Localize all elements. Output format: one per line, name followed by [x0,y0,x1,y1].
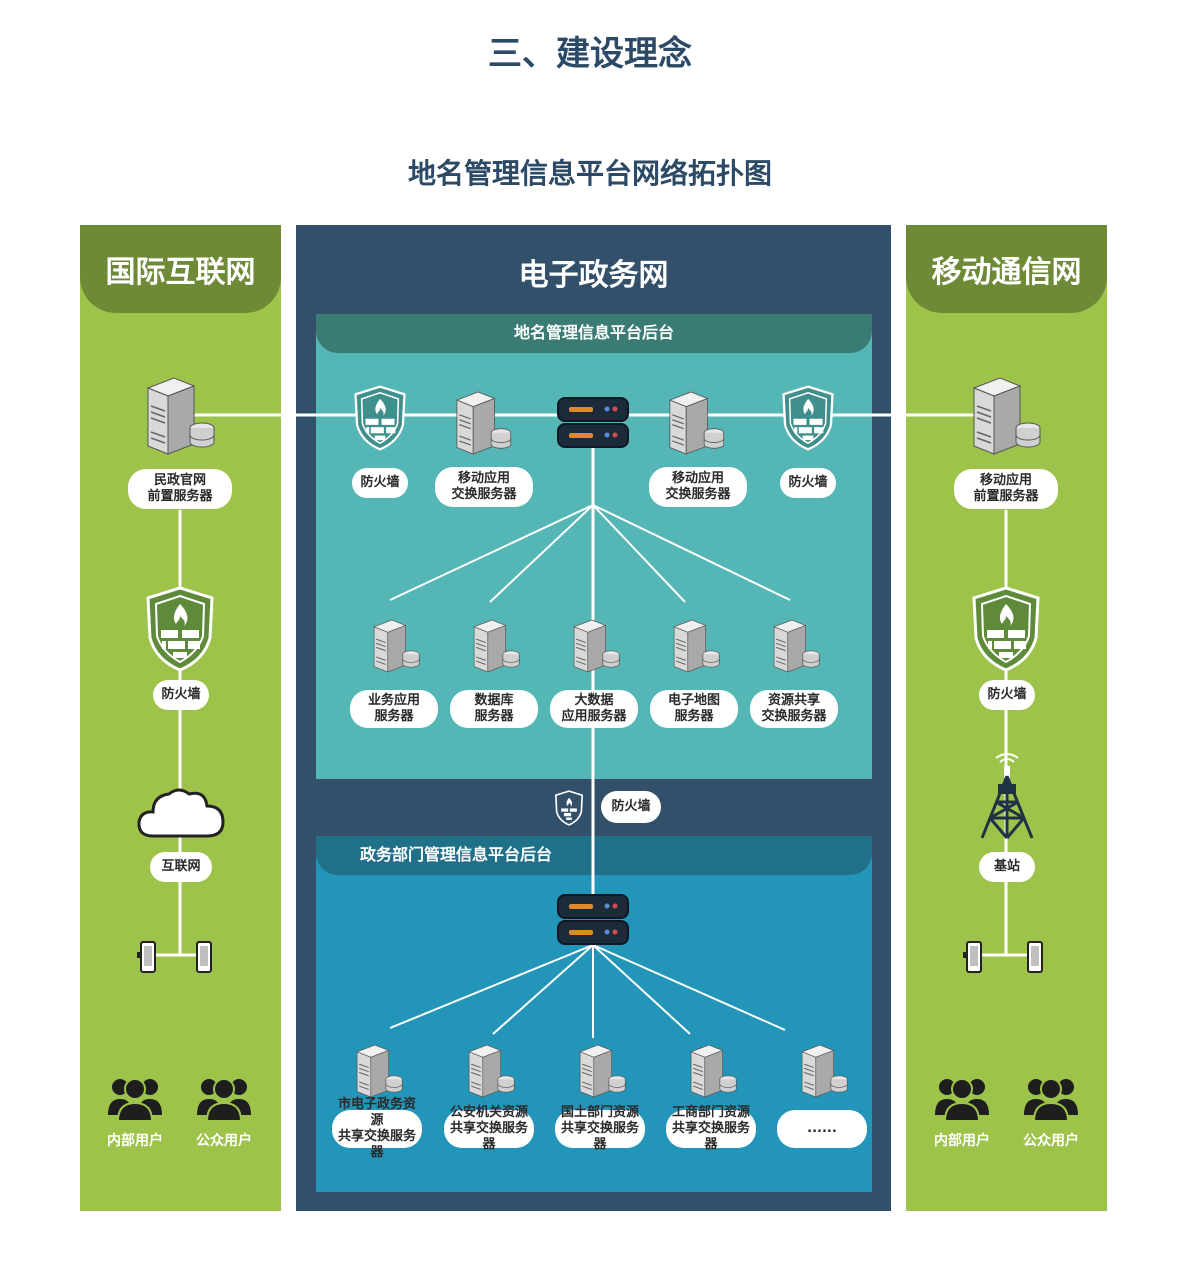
platform-firewall-right-label: 防火墙 [780,468,836,498]
server-label-line: 工商部门资源 [671,1105,750,1120]
server-label-line: 资源共享 [767,693,820,708]
phone-icon [1024,940,1046,980]
center-column-title: 电子政务网 [518,258,669,293]
page-title: 三、建设理念 [488,34,692,74]
server-label: 数据库服务器 [450,690,538,728]
server-icon [570,618,622,678]
phone-icon [193,940,215,980]
left-column-title: 国际互联网 [105,255,256,290]
server-label-line: ...... [807,1121,837,1136]
server-label-line: 共享交换服务器 [449,1121,528,1152]
server-label: 业务应用服务器 [350,690,438,728]
network-switch-icon [557,894,629,950]
server-icon [968,376,1044,460]
server-icon [665,390,727,460]
internal-users-label: 内部用户 [107,1133,163,1149]
server-label: ...... [777,1110,867,1148]
server-icon [353,1043,405,1103]
server-icon [370,618,422,678]
server-label-line: 国土部门资源 [560,1105,639,1120]
server-icon [670,618,722,678]
middle-firewall-label: 防火墙 [601,791,661,823]
diagram-title: 地名管理信息平台网络拓扑图 [407,157,772,190]
base-station-label: 基站 [979,852,1035,882]
server-icon [452,390,514,460]
server-label: 市电子政务资源共享交换服务器 [332,1097,422,1160]
right-firewall-label: 防火墙 [979,680,1035,710]
server-label-line: 大数据 [574,693,614,708]
server-label-line: 市电子政务资源 [337,1097,416,1128]
cloud-icon [135,784,227,844]
users-group-icon [935,1075,989,1125]
firewall-shield-icon [554,790,584,830]
server-label-line: 应用服务器 [561,709,627,724]
server-icon [470,618,522,678]
server-label-line: 共享交换服务器 [671,1121,750,1152]
right-column-title: 移动通信网 [931,255,1082,290]
mobile-exchange-server-right-label: 移动应用 交换服务器 [649,467,747,507]
server-label-line: 业务应用 [367,693,420,708]
server-icon [465,1043,517,1103]
server-label-line: 共享交换服务器 [337,1129,416,1160]
server-label-line: 电子地图 [667,693,720,708]
server-label-line: 数据库 [474,693,514,708]
users-group-icon [197,1075,251,1125]
left-column-header: 国际互联网 [80,225,281,313]
platform-backend-title: 地名管理信息平台后台 [316,314,872,353]
users-group-icon [108,1075,162,1125]
firewall-shield-icon [972,586,1040,676]
server-icon [798,1043,850,1103]
server-icon [576,1043,628,1103]
server-label: 电子地图服务器 [650,690,738,728]
network-switch-icon [557,397,629,453]
server-label-line: 公安机关资源 [449,1105,528,1120]
server-label: 资源共享交换服务器 [750,690,838,728]
firewall-shield-icon [354,385,406,455]
right-column-header: 移动通信网 [906,225,1107,313]
internet-label: 互联网 [150,852,212,882]
server-icon [142,376,218,460]
server-icon [687,1043,739,1103]
cell-tower-icon [976,752,1038,846]
server-label: 国土部门资源共享交换服务器 [555,1105,645,1152]
internal-users-label: 内部用户 [934,1133,990,1149]
phone-icon [136,940,158,980]
server-label: 工商部门资源共享交换服务器 [666,1105,756,1152]
gov-web-front-server-label: 民政官网 前置服务器 [128,469,232,509]
server-label: 大数据应用服务器 [550,690,638,728]
server-label-line: 共享交换服务器 [560,1121,639,1152]
server-icon [770,618,822,678]
server-label-line: 交换服务器 [761,709,827,724]
firewall-shield-icon [782,385,834,455]
phone-icon [962,940,984,980]
server-label: 公安机关资源共享交换服务器 [444,1105,534,1152]
public-users-label: 公众用户 [196,1133,252,1149]
server-label-line: 服务器 [674,709,714,724]
server-label-line: 服务器 [474,709,514,724]
server-label-line: 服务器 [374,709,414,724]
mobile-exchange-server-left-label: 移动应用 交换服务器 [435,467,533,507]
firewall-shield-icon [146,586,214,676]
users-group-icon [1024,1075,1078,1125]
platform-firewall-left-label: 防火墙 [352,468,408,498]
mobile-front-server-label: 移动应用 前置服务器 [954,469,1058,509]
left-firewall-label: 防火墙 [153,680,209,710]
public-users-label: 公众用户 [1023,1133,1079,1149]
